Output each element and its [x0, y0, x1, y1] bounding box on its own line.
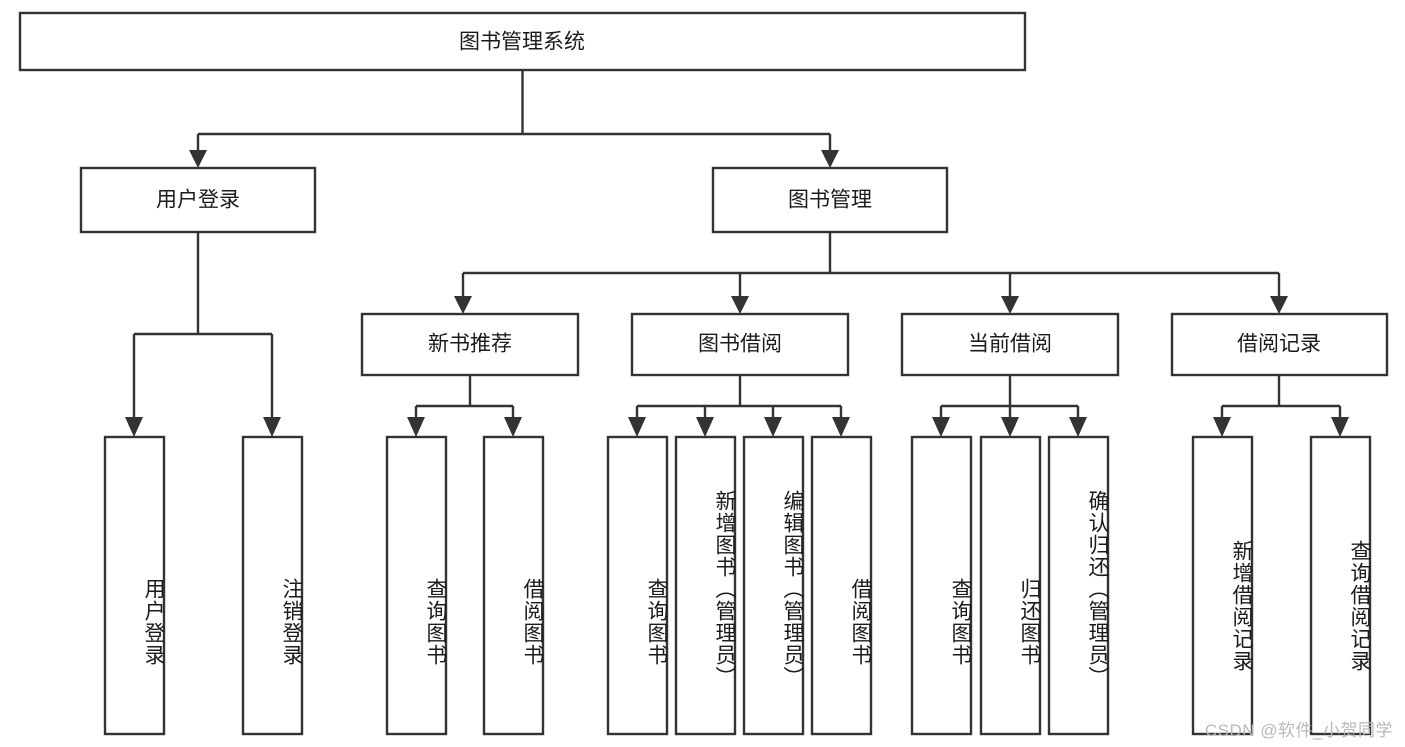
- leaf-box-record-1[interactable]: [1191, 435, 1254, 736]
- arrowhead-current: [1001, 296, 1019, 314]
- node-bookmgmt-label: 图书管理: [788, 189, 872, 212]
- arrowhead-login: [189, 150, 207, 168]
- arrowhead-current-child-3: [1069, 417, 1087, 437]
- connector-group-login: [125, 232, 281, 437]
- connector-group-root: [189, 70, 839, 168]
- arrowhead-login-child-1: [125, 417, 143, 437]
- arrowhead-bookmgmt: [821, 150, 839, 168]
- leaf-box-login-2[interactable]: [241, 435, 304, 736]
- node-bookmgmt-box[interactable]: [711, 166, 949, 234]
- arrowhead-newbook-child-1: [407, 417, 425, 437]
- node-bookmgmt[interactable]: 图书管理: [711, 166, 949, 234]
- leaf-box-borrow-3[interactable]: [742, 435, 805, 736]
- node-current-label: 当前借阅: [968, 333, 1052, 356]
- node-newbook-box[interactable]: [360, 312, 580, 377]
- node-root[interactable]: 图书管理系统: [18, 11, 1027, 72]
- arrowhead-current-child-1: [932, 417, 950, 437]
- node-borrow-label: 图书借阅: [698, 333, 782, 356]
- arrowhead-borrow: [731, 296, 749, 314]
- arrowhead-current-child-2: [1001, 417, 1019, 437]
- arrowhead-borrow-child-2: [696, 417, 714, 437]
- node-current-box[interactable]: [900, 312, 1120, 377]
- arrowhead-newbook-child-2: [504, 417, 522, 437]
- arrowhead-borrow-child-3: [764, 417, 782, 437]
- node-login-box[interactable]: [79, 166, 317, 234]
- arrowhead-newbook: [454, 296, 472, 314]
- node-root-box[interactable]: [18, 11, 1027, 72]
- leaf-box-borrow-4[interactable]: [810, 435, 873, 736]
- arrowhead-record: [1270, 296, 1288, 314]
- node-newbook-label: 新书推荐: [428, 333, 512, 356]
- connector-group-borrow: [628, 375, 850, 437]
- leaf-box-current-3[interactable]: [1047, 435, 1110, 736]
- arrowhead-record-child-1: [1213, 417, 1231, 437]
- node-borrow[interactable]: 图书借阅: [630, 312, 850, 377]
- leaf-box-current-2[interactable]: [979, 435, 1042, 736]
- csdn-watermark: CSDN @软件_小贺同学: [1204, 721, 1393, 740]
- leaf-box-borrow-2[interactable]: [674, 435, 737, 736]
- node-record[interactable]: 借阅记录: [1170, 312, 1389, 377]
- node-current[interactable]: 当前借阅: [900, 312, 1120, 377]
- connector-group-current: [932, 375, 1087, 437]
- leaf-box-record-2[interactable]: [1309, 435, 1372, 736]
- leaf-box-borrow-1[interactable]: [606, 435, 669, 736]
- arrowhead-borrow-child-4: [832, 417, 850, 437]
- leaf-box-login-1[interactable]: [103, 435, 166, 736]
- connector-group-newbook: [407, 375, 522, 437]
- connector-group-bookmgmt: [454, 232, 1288, 314]
- leaf-boxes: [103, 435, 1372, 736]
- connector-group-record: [1213, 375, 1349, 437]
- leaf-box-newbook-1[interactable]: [385, 435, 448, 736]
- node-login-label: 用户登录: [156, 189, 240, 212]
- node-record-box[interactable]: [1170, 312, 1389, 377]
- leaf-box-current-1[interactable]: [910, 435, 973, 736]
- arrowhead-login-child-2: [263, 417, 281, 437]
- arrowhead-borrow-child-1: [628, 417, 646, 437]
- node-newbook[interactable]: 新书推荐: [360, 312, 580, 377]
- node-borrow-box[interactable]: [630, 312, 850, 377]
- leaf-box-newbook-2[interactable]: [482, 435, 545, 736]
- node-login[interactable]: 用户登录: [79, 166, 317, 234]
- arrowhead-record-child-2: [1331, 417, 1349, 437]
- node-root-label: 图书管理系统: [459, 31, 585, 54]
- node-record-label: 借阅记录: [1237, 333, 1321, 356]
